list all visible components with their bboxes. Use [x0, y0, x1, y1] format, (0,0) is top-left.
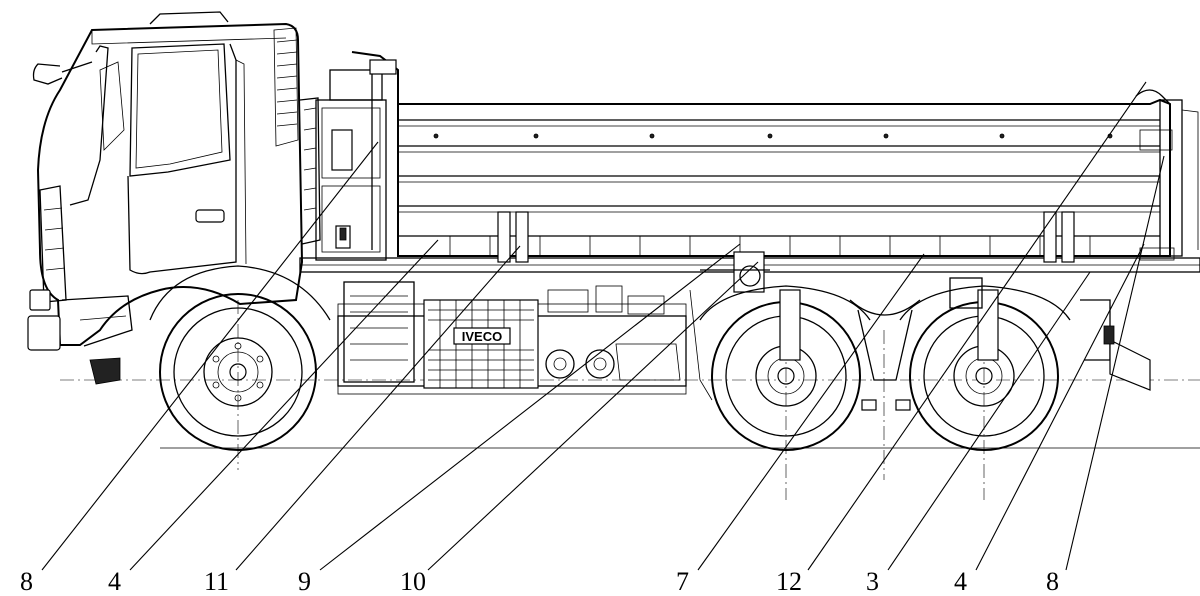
rear-suspension [849, 277, 983, 480]
iveco-badge: IVECO [462, 329, 502, 344]
callout-12: 12 [776, 567, 802, 596]
callout-7: 7 [676, 567, 689, 596]
callout-10: 10 [400, 567, 426, 596]
body-ribs [449, 236, 1091, 256]
leader-lines [41, 81, 1165, 571]
callout-4-left: 4 [108, 567, 121, 596]
cab-side-grille [273, 27, 299, 147]
body-hinges [497, 211, 1075, 263]
callout-9: 9 [298, 567, 311, 596]
rear-wheel-2 [899, 285, 1071, 500]
callout-4-right: 4 [954, 567, 967, 596]
callout-11: 11 [204, 567, 229, 596]
body-rivets [433, 133, 1113, 139]
dump-body [397, 89, 1199, 263]
rear-underrun [1080, 299, 1151, 391]
callout-8-right: 8 [1046, 567, 1059, 596]
callout-3: 3 [866, 567, 879, 596]
behind-cab-equipment [315, 51, 399, 261]
side-equipment: IVECO [337, 251, 770, 401]
rear-wheel-1 [699, 285, 871, 500]
callout-labels: 8 4 11 9 10 7 12 3 4 8 [20, 567, 1059, 596]
ground-lines [60, 379, 1200, 449]
callout-8-left: 8 [20, 567, 33, 596]
iveco-badge-plate [453, 327, 511, 345]
front-wheel [149, 265, 331, 470]
cab [27, 11, 321, 385]
